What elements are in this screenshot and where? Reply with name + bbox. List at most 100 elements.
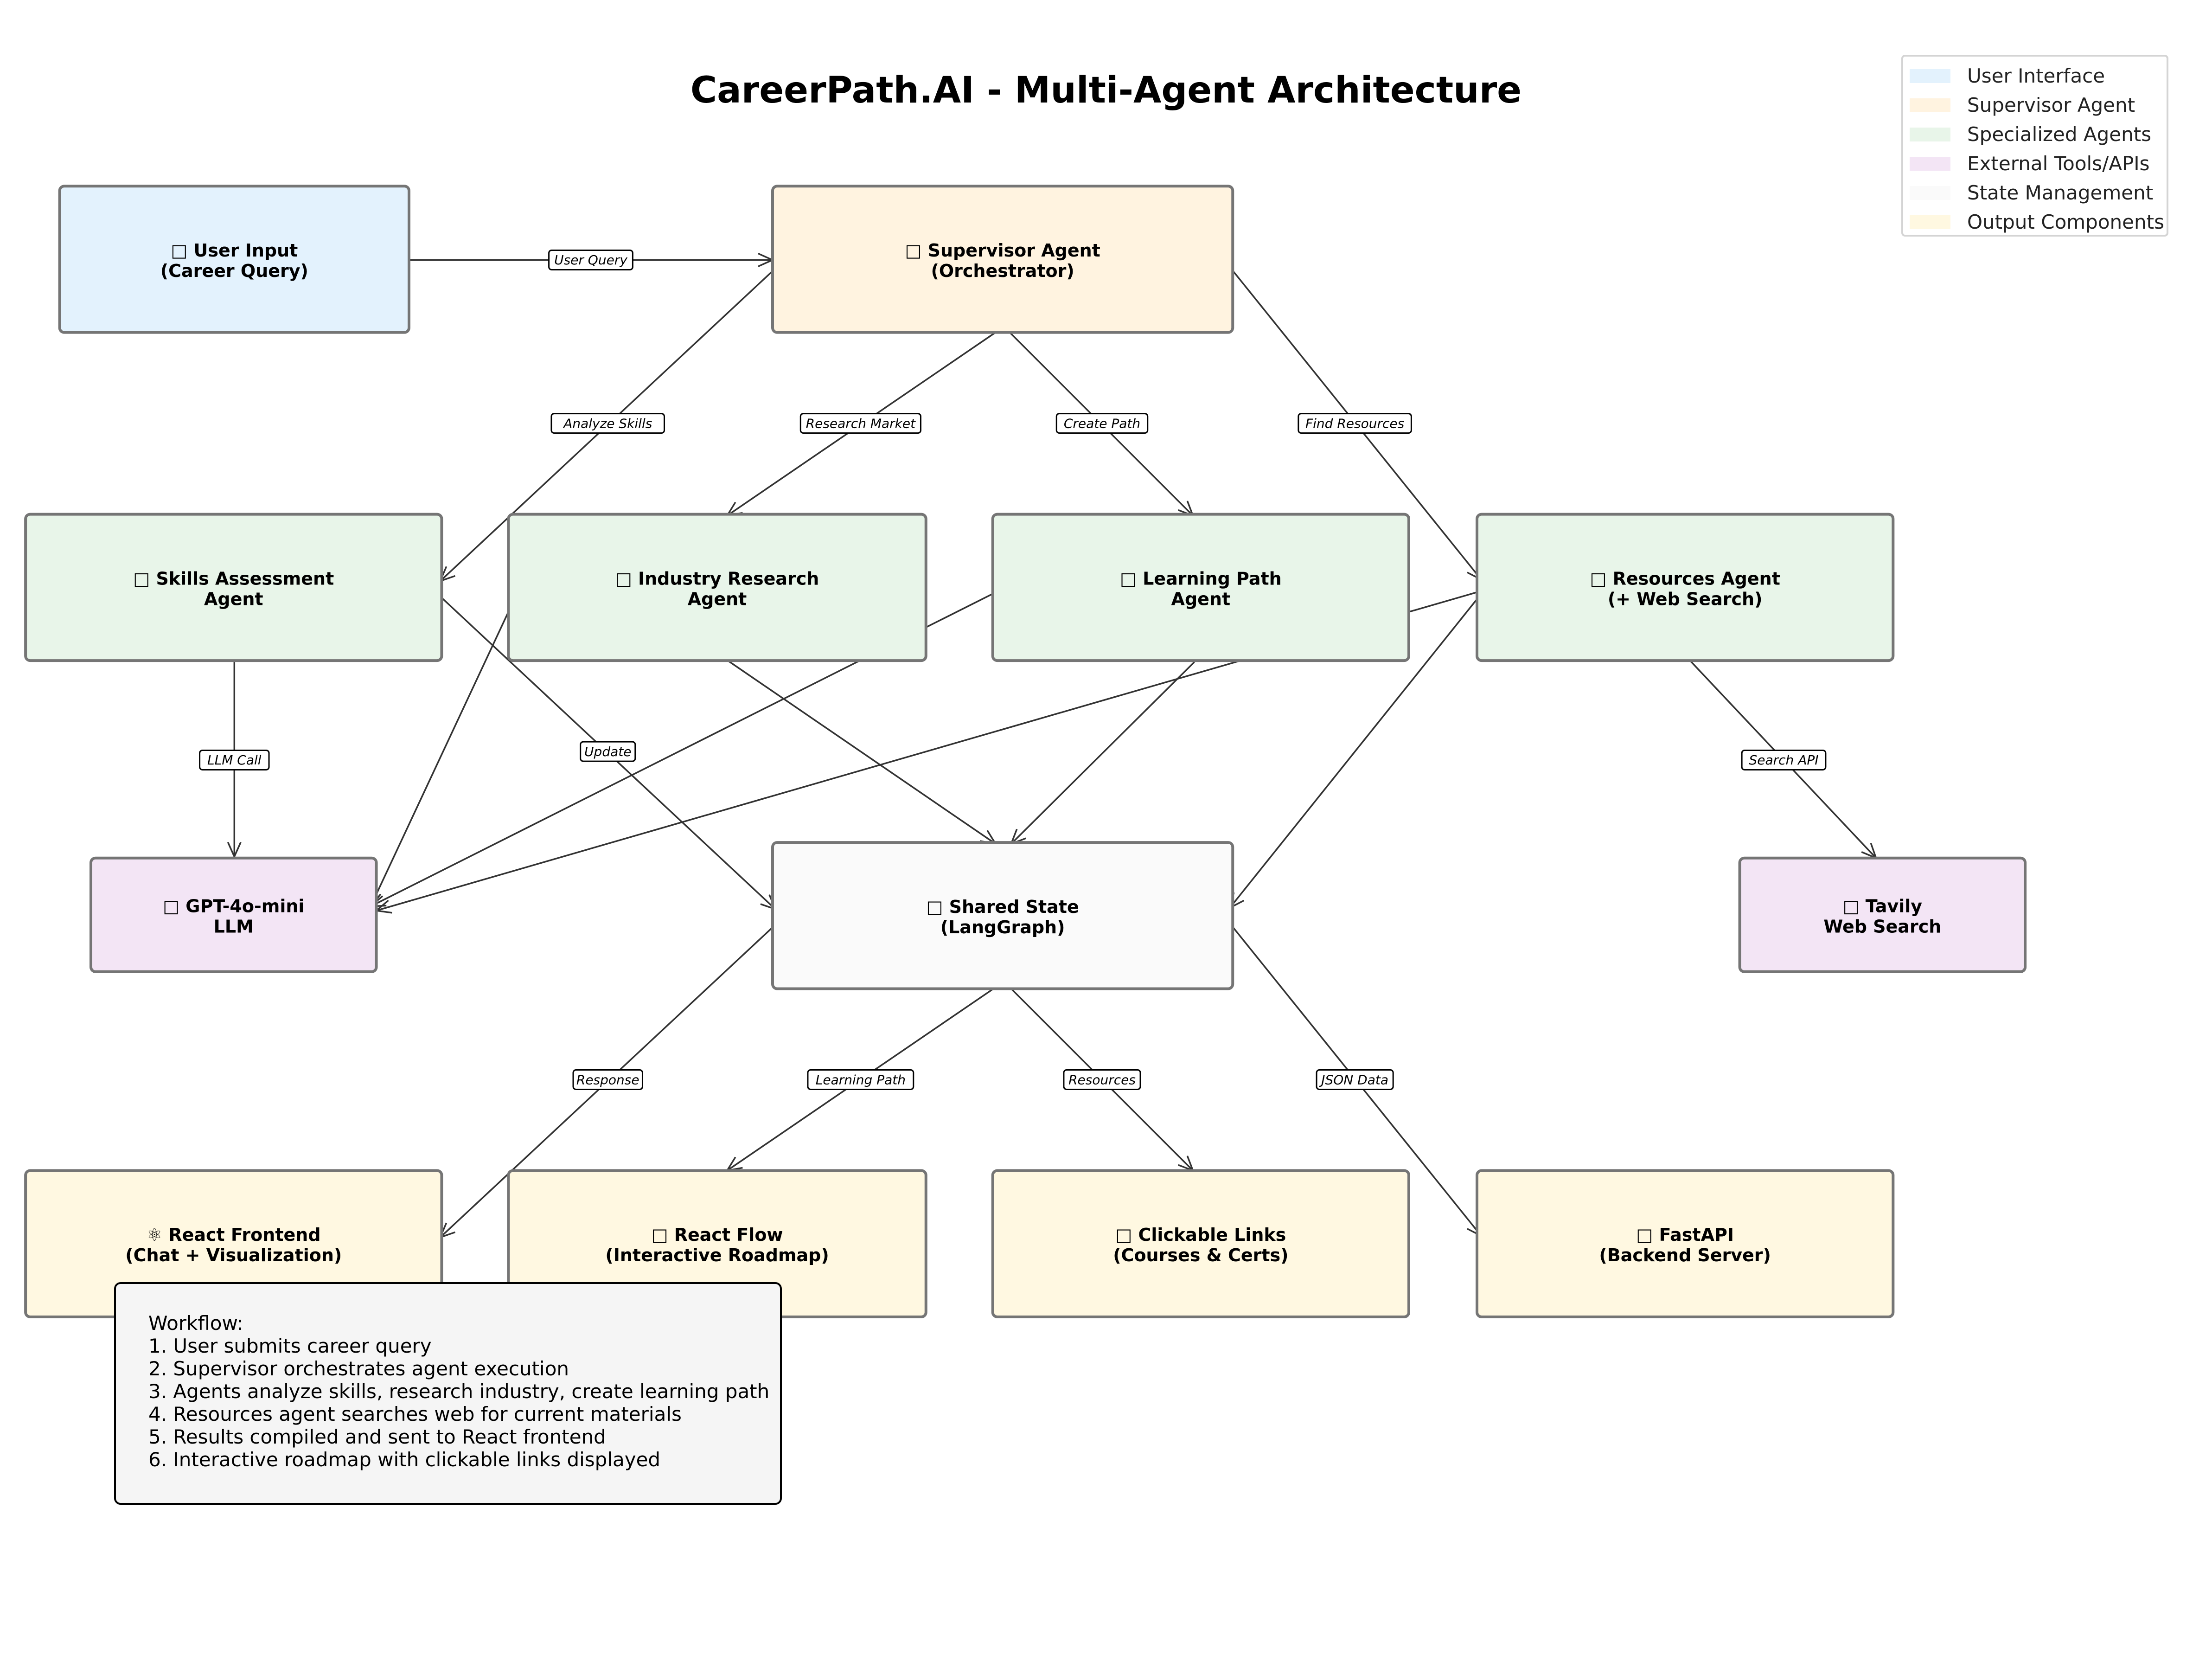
edge-label-text: Research Market — [806, 416, 916, 431]
node-box — [771, 841, 1234, 990]
node-title: ⚛ React Frontend — [147, 1225, 321, 1245]
node-subtitle: (Backend Server) — [1599, 1245, 1771, 1265]
robot-icon: □ — [163, 896, 185, 916]
link-icon: □ — [1115, 1225, 1138, 1245]
node-subtitle: (Interactive Roadmap) — [605, 1245, 829, 1265]
legend-swatch — [1910, 69, 1950, 83]
legend-item-external-tools: External Tools/APIs — [1910, 149, 2160, 178]
legend-swatch — [1910, 215, 1950, 229]
workflow-box: Workflow: 1. User submits career query 2… — [114, 1282, 782, 1505]
edge-label-text: Response — [576, 1072, 639, 1087]
legend-item-state-management: State Management — [1910, 178, 2160, 207]
node-label: Skills Assessment — [156, 568, 334, 589]
node-label: Learning Path — [1143, 568, 1282, 589]
edge-label-box — [1316, 1069, 1394, 1090]
node-label: FastAPI — [1659, 1225, 1734, 1245]
edge-resources-to-state — [1229, 593, 1482, 909]
node-title: □ FastAPI — [1636, 1225, 1734, 1245]
legend-swatch — [1910, 156, 1950, 171]
edge-label-box — [580, 741, 636, 762]
node-label: Clickable Links — [1138, 1225, 1286, 1245]
node-label: Industry Research — [638, 568, 819, 589]
node-title: □ Skills Assessment — [133, 568, 334, 589]
node-frontend: ⚛ React Frontend(Chat + Visualization) — [24, 1169, 443, 1318]
edge-label: Learning Path — [807, 1069, 914, 1090]
user-icon: □ — [171, 240, 193, 261]
edge-label-text: JSON Data — [1319, 1072, 1388, 1087]
legend-label: Supervisor Agent — [1967, 94, 2135, 116]
node-subtitle: Agent — [688, 589, 747, 609]
edge-industry-to-state — [725, 658, 996, 845]
node-label: Resources Agent — [1613, 568, 1780, 589]
edge-label-text: Find Resources — [1305, 416, 1404, 431]
edge-label-box — [550, 413, 665, 434]
edge-label-box — [199, 749, 270, 770]
edge-label: Search API — [1741, 749, 1827, 770]
brain-icon: □ — [905, 240, 927, 261]
globe-icon: □ — [1590, 568, 1612, 589]
edge-label-text: Learning Path — [816, 1072, 906, 1087]
node-box — [771, 185, 1234, 334]
node-subtitle: (Chat + Visualization) — [125, 1245, 342, 1265]
node-subtitle: (LangGraph) — [940, 917, 1065, 937]
edge-label: Find Resources — [1298, 413, 1412, 434]
nodes-layer: □ User Input(Career Query)□ Supervisor A… — [24, 185, 2027, 1318]
node-box — [1476, 513, 1895, 662]
legend-item-supervisor-agent: Supervisor Agent — [1910, 90, 2160, 120]
arrowhead — [227, 841, 242, 859]
edge-label-text: LLM Call — [207, 752, 262, 768]
chart-icon: □ — [133, 568, 156, 589]
node-flow: □ React Flow(Interactive Roadmap) — [507, 1169, 927, 1318]
edge-label-box — [1298, 413, 1412, 434]
node-label: React Frontend — [168, 1225, 320, 1245]
edge-label: Create Path — [1055, 413, 1149, 434]
edge-label: Analyze Skills — [550, 413, 665, 434]
map-icon: □ — [652, 1225, 674, 1245]
node-box — [24, 513, 443, 662]
node-state: □ Shared State(LangGraph) — [771, 841, 1234, 990]
node-subtitle: Agent — [204, 589, 263, 609]
node-subtitle: Web Search — [1823, 916, 1941, 937]
edge-label-box — [799, 413, 921, 434]
node-box — [90, 856, 378, 973]
node-title: □ React Flow — [652, 1225, 783, 1245]
database-icon: □ — [926, 897, 949, 917]
workflow-step: 1. User submits career query — [148, 1335, 432, 1357]
edges-layer — [227, 252, 1878, 1239]
legend-label: User Interface — [1967, 64, 2105, 87]
legend-label: Specialized Agents — [1967, 123, 2152, 146]
node-label: React Flow — [674, 1225, 783, 1245]
node-fastapi: □ FastAPI(Backend Server) — [1476, 1169, 1895, 1318]
edge-label: Update — [580, 741, 636, 762]
node-links: □ Clickable Links(Courses & Certs) — [991, 1169, 1410, 1318]
edge-learning-to-state — [1010, 661, 1195, 845]
node-box — [991, 513, 1410, 662]
workflow-step: 3. Agents analyze skills, research indus… — [148, 1380, 770, 1403]
workflow-step: 5. Results compiled and sent to React fr… — [148, 1425, 606, 1448]
node-title: □ Shared State — [926, 897, 1079, 917]
server-icon: □ — [1636, 1225, 1659, 1245]
legend: User Interface Supervisor Agent Speciali… — [1901, 55, 2168, 237]
node-label: Supervisor Agent — [928, 240, 1100, 261]
node-subtitle: LLM — [214, 916, 254, 937]
node-label: User Input — [193, 240, 298, 261]
edge-label-box — [1741, 749, 1827, 770]
node-user-input: □ User Input(Career Query) — [58, 185, 410, 334]
node-title: □ GPT-4o-mini — [163, 896, 304, 916]
node-title: □ User Input — [171, 240, 298, 261]
edge-label: Research Market — [799, 413, 921, 434]
edge-label-text: Search API — [1749, 752, 1818, 768]
node-title: □ Clickable Links — [1115, 1225, 1286, 1245]
node-label: Tavily — [1866, 896, 1922, 916]
node-box — [1476, 1169, 1895, 1318]
edge-label-text: Create Path — [1064, 416, 1140, 431]
edge-label-box — [572, 1069, 643, 1090]
edge-label-text: User Query — [554, 252, 627, 268]
edge-industry-to-llm — [370, 596, 517, 907]
node-subtitle: (Career Query) — [160, 261, 308, 281]
